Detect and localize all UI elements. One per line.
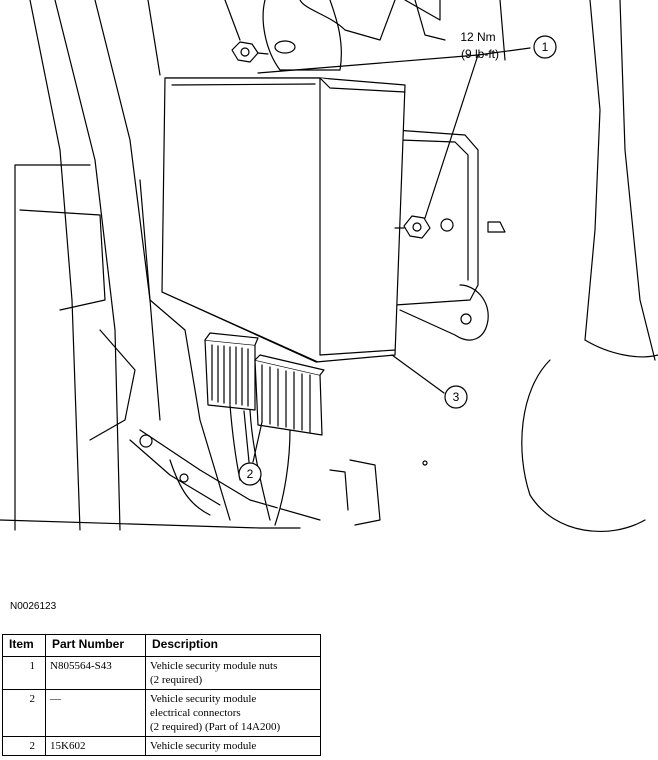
upper-bracket — [262, 0, 446, 71]
cell-item: 2 — [2, 736, 46, 756]
module-location-illustration: 12 Nm (9 lb-ft) 1 2 3 — [0, 0, 658, 532]
cell-description: Vehicle security module nuts (2 required… — [145, 656, 321, 690]
torque-value: 12 Nm — [460, 30, 495, 44]
table-row: 2 — Vehicle security module electrical c… — [2, 689, 321, 737]
cell-part-number: 15K602 — [45, 736, 146, 756]
cell-description: Vehicle security module — [145, 736, 321, 756]
cell-item: 1 — [2, 656, 46, 690]
callout-circle — [533, 35, 557, 59]
right-trim — [329, 0, 658, 532]
security-module — [161, 77, 406, 363]
module-nut-lower — [394, 215, 431, 239]
description-line: (2 required) — [150, 674, 203, 686]
table-header-row: Item Part Number Description — [2, 634, 321, 657]
description-line: Vehicle security module — [150, 740, 257, 752]
leader-lines — [243, 47, 531, 463]
callout-number: 3 — [453, 390, 460, 404]
description-line: electrical connectors — [150, 707, 241, 719]
callout-number: 2 — [247, 467, 254, 481]
figure-id: N0026123 — [10, 601, 57, 612]
description-line: (2 required) (Part of 14A200) — [150, 721, 281, 733]
callout-number: 1 — [542, 40, 549, 54]
header-part-number: Part Number — [45, 634, 146, 657]
callout-circle — [444, 385, 468, 409]
callout-circle — [238, 462, 262, 486]
electrical-connectors — [204, 332, 325, 526]
table-row: 1 N805564-S43 Vehicle security module nu… — [2, 656, 321, 690]
table-row: 2 15K602 Vehicle security module — [2, 736, 321, 756]
callout-3: 3 — [444, 385, 468, 409]
cell-part-number: — — [45, 689, 146, 737]
cell-item: 2 — [2, 689, 46, 737]
parts-table: Item Part Number Description 1 N805564-S… — [2, 634, 321, 756]
callout-1: 12 Nm (9 lb-ft) 1 — [460, 30, 557, 61]
description-line: Vehicle security module — [150, 693, 257, 705]
cell-description: Vehicle security module electrical conne… — [145, 689, 321, 737]
header-description: Description — [145, 634, 321, 657]
description-line: Vehicle security module nuts — [150, 660, 278, 672]
header-item: Item — [2, 634, 46, 657]
callout-2: 2 — [238, 462, 262, 486]
mounting-bracket — [394, 129, 506, 341]
vehicle-structure — [0, 0, 321, 531]
torque-value-imperial: (9 lb-ft) — [461, 47, 499, 61]
module-nut-upper — [231, 41, 269, 63]
cell-part-number: N805564-S43 — [45, 656, 146, 690]
